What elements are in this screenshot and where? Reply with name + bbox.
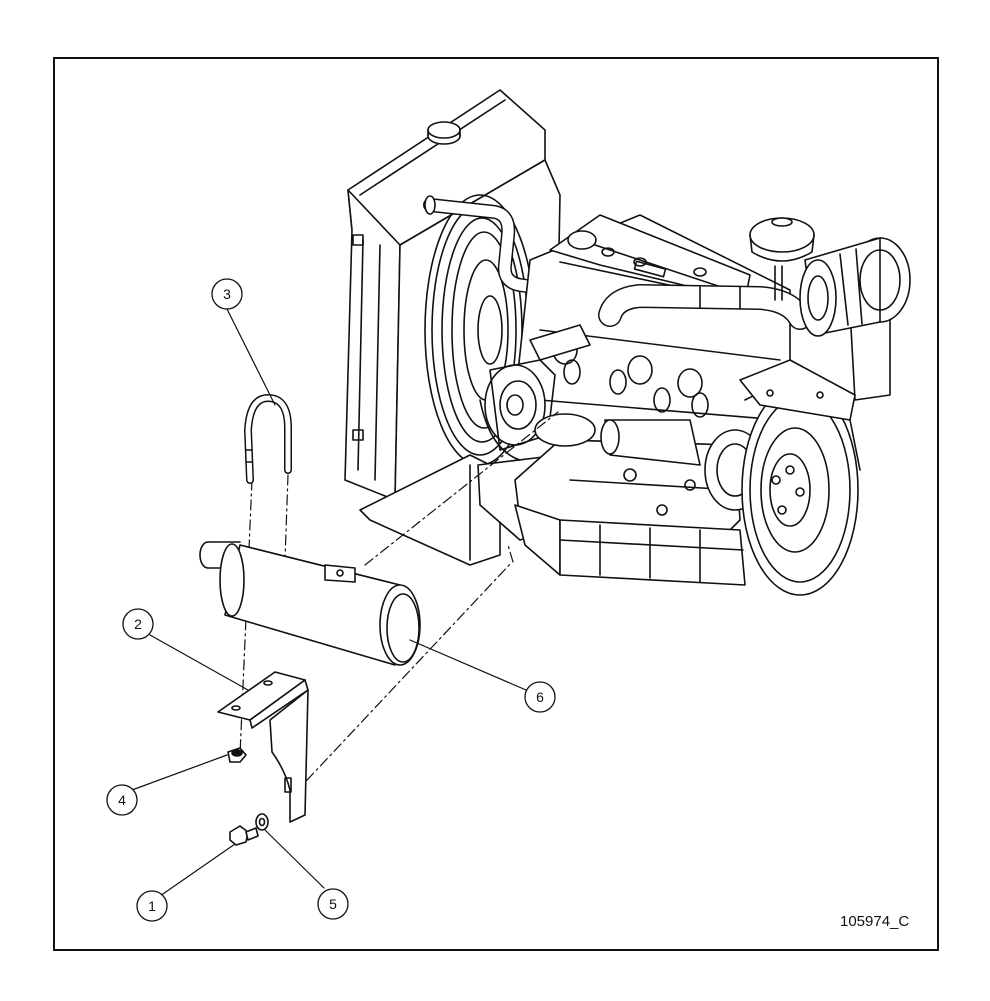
nut [227,747,247,763]
callout-4: 4 [106,784,138,816]
drawing-number: 105974_C [840,913,910,930]
engine-block [514,214,791,586]
muffler-bracket [217,671,309,823]
callout-6: 6 [524,681,556,713]
muffler [199,541,421,666]
callout-3: 3 [211,278,243,310]
bolt [229,825,259,846]
alternator [479,359,556,461]
callout-label: 2 [134,616,142,632]
callout-label: 4 [118,792,126,808]
callout-leaders [131,308,527,897]
engine-assembly [344,89,911,596]
callout-label: 5 [329,896,337,912]
washer [255,813,269,831]
callout-label: 6 [536,689,544,705]
callout-1: 1 [136,890,168,922]
callout-2: 2 [122,608,154,640]
u-bolt [244,394,292,484]
callout-label: 1 [148,898,156,914]
air-cleaner [749,217,911,337]
callout-label: 3 [223,286,231,302]
callout-5: 5 [317,888,349,920]
flywheel [739,359,861,596]
diagram-frame [53,57,939,951]
